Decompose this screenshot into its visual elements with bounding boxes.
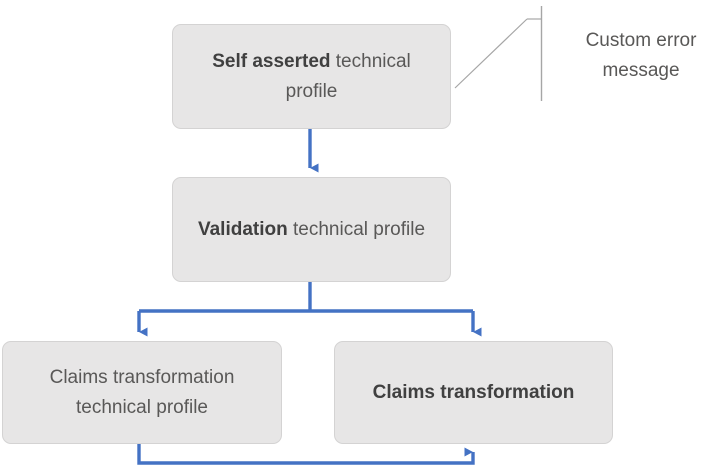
node-label-rest: Claims transformation technical profile: [49, 366, 235, 418]
callout-line-1: Custom error: [585, 30, 697, 51]
node-label-rest: technical profile: [287, 218, 426, 240]
node-label-rest: technical profile: [285, 50, 411, 102]
arrow-loop-back-to-claims-transformation: [137, 443, 475, 465]
callout-line-2: message: [602, 60, 680, 81]
node-label-strong: Validation: [197, 218, 288, 240]
callout-leader-icon: [454, 6, 543, 101]
node-claims-transformation-technical-profile[interactable]: Claims transformation technical profile: [2, 341, 282, 444]
node-validation-technical-profile[interactable]: Validation technical profile: [172, 177, 451, 282]
node-label-strong: Claims transformation: [372, 381, 575, 403]
node-label: Self asserted technical profile: [185, 47, 438, 107]
node-label-strong: Self asserted: [212, 50, 331, 72]
node-self-asserted-technical-profile[interactable]: Self asserted technical profile: [172, 24, 451, 129]
node-label: Claims transformation: [347, 378, 600, 408]
node-label: Claims transformation technical profile: [15, 363, 269, 423]
node-claims-transformation[interactable]: Claims transformation: [334, 341, 613, 444]
node-label: Validation technical profile: [185, 215, 438, 245]
callout-custom-error-message: Custom error message: [561, 26, 721, 86]
